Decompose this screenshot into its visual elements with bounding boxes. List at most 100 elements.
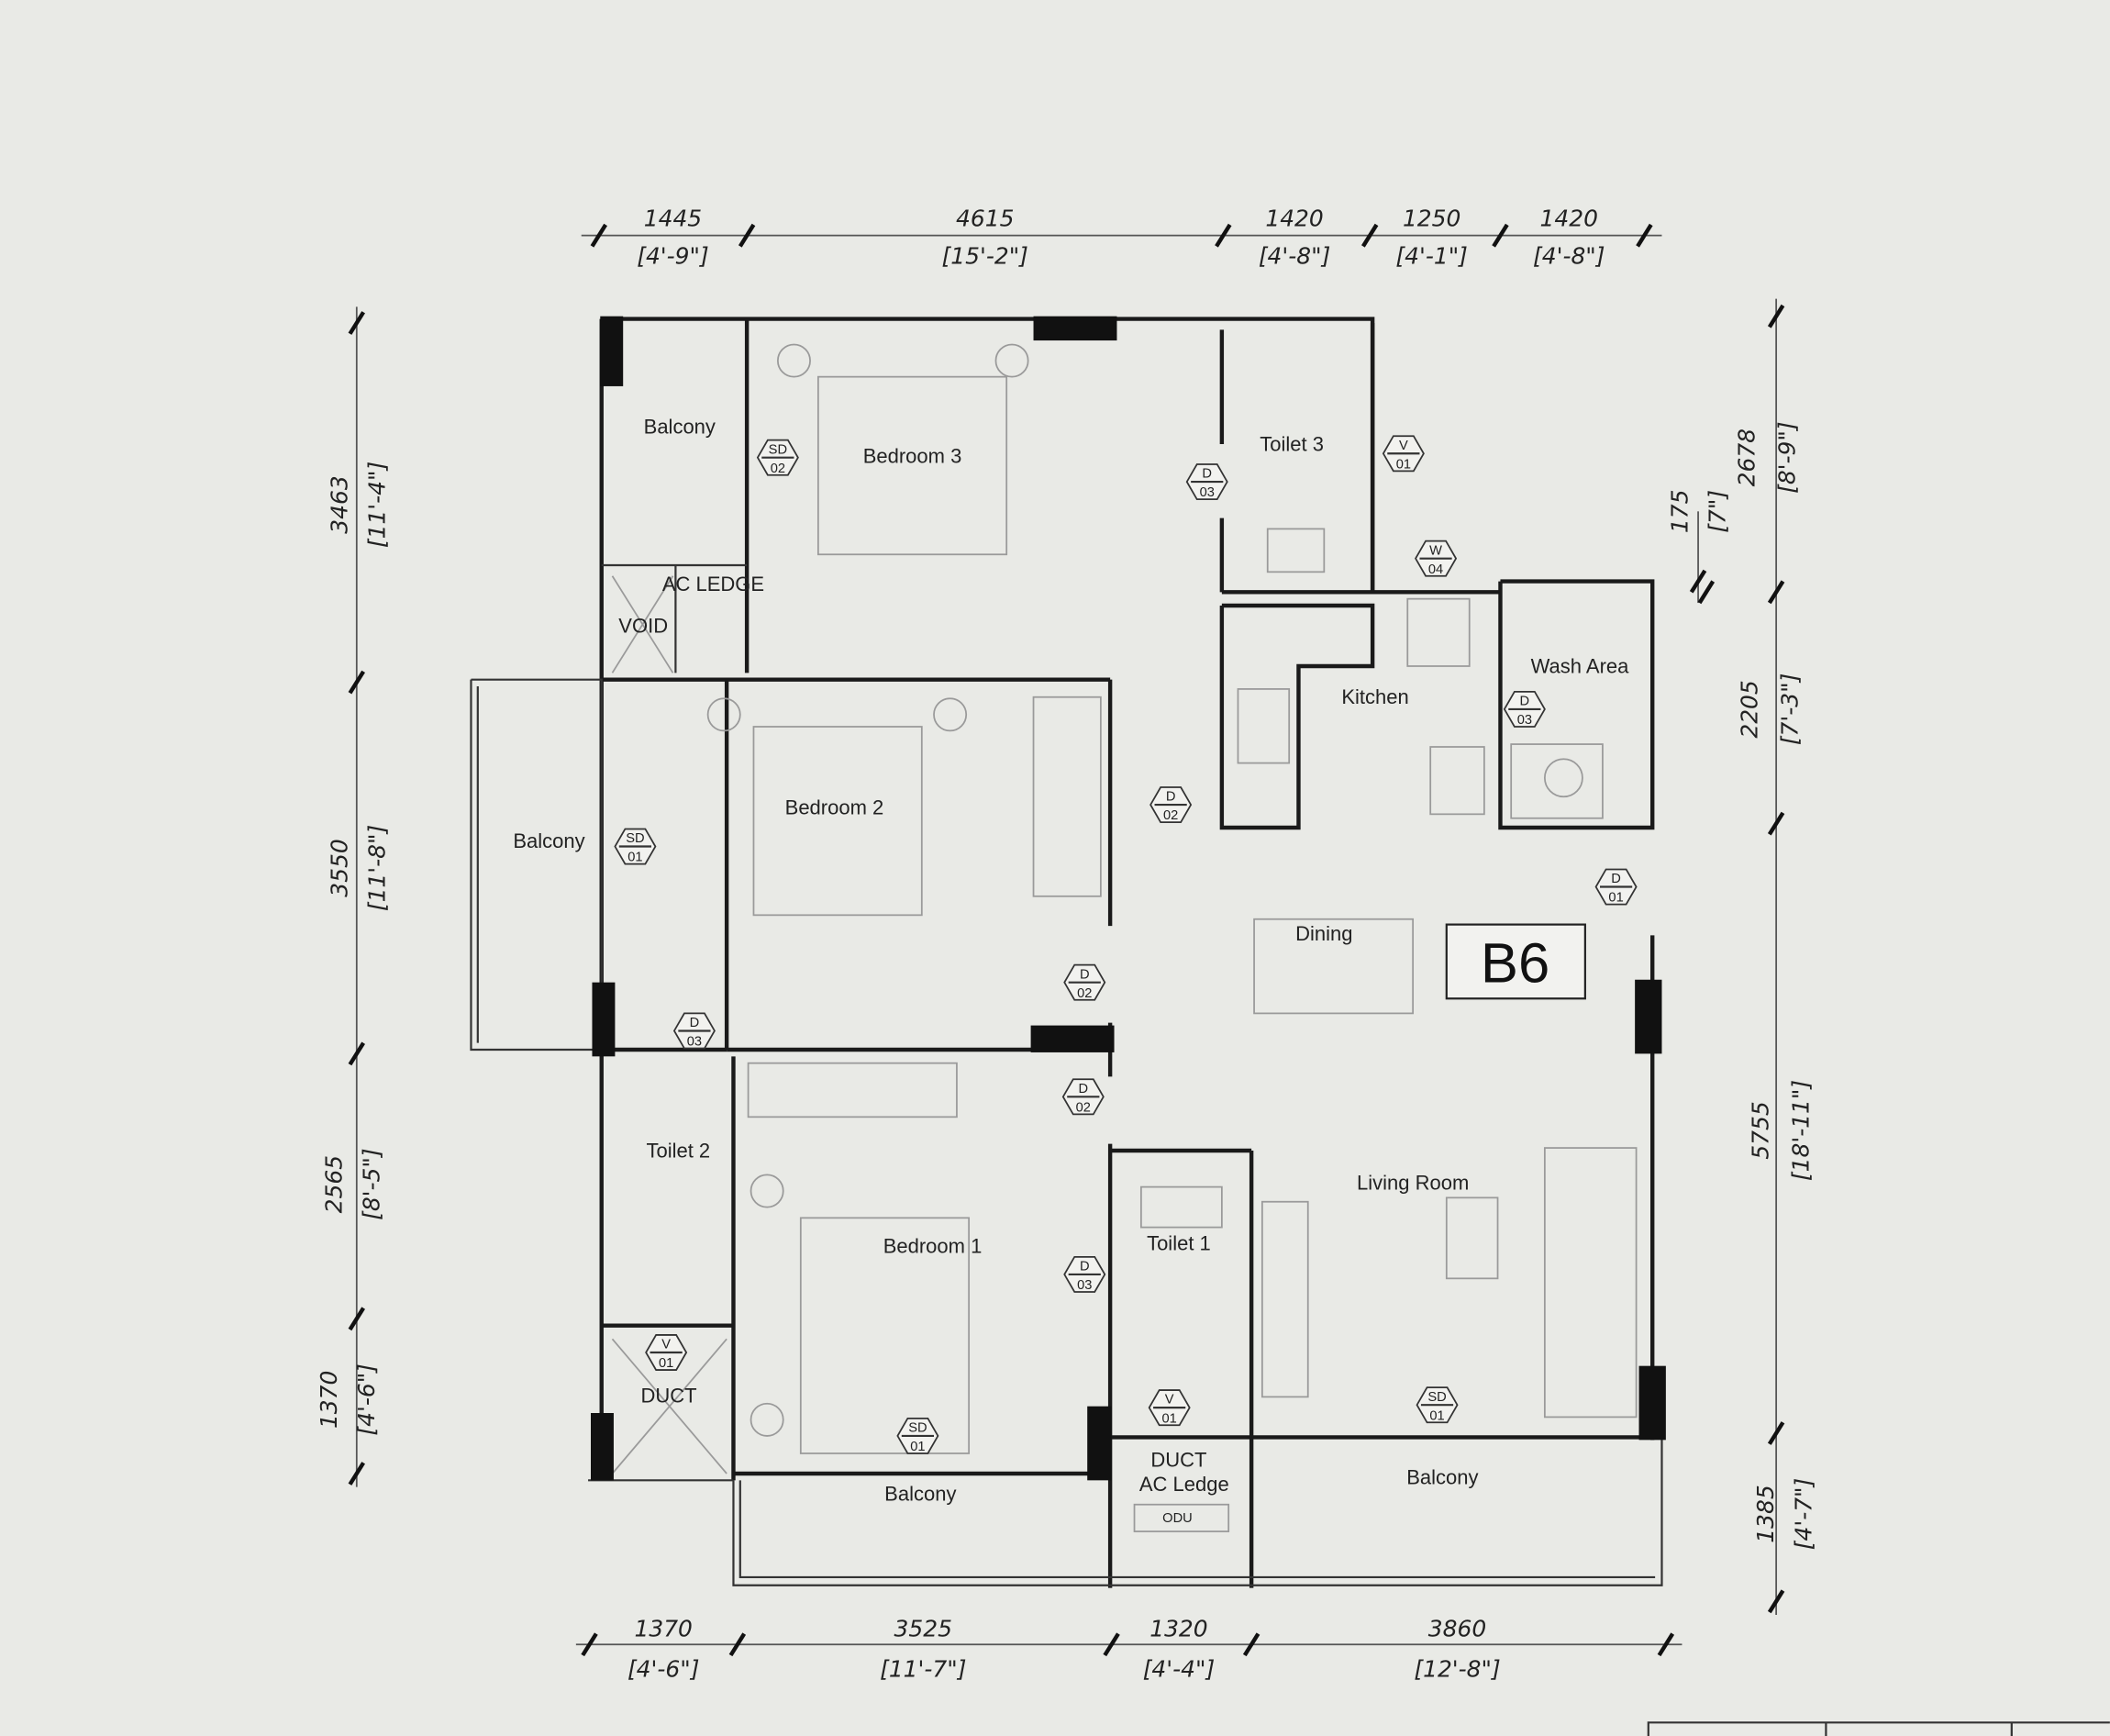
tag-type: SD (908, 1421, 927, 1436)
dim-top-5-ft: [4'-8"] (1533, 242, 1605, 269)
dimension-tick (1767, 1421, 1785, 1445)
dimension-tick (1492, 223, 1509, 248)
dimension-tick (348, 670, 365, 695)
dimension-tick (1697, 580, 1716, 605)
opening-tag: W04 (1415, 540, 1458, 577)
label-balcony-bottom-right: Balcony (1406, 1466, 1478, 1489)
opening-tag: D02 (1149, 786, 1193, 823)
dimension-tick (581, 1632, 598, 1657)
dim-top-5-mm: 1420 (1540, 205, 1598, 231)
label-duct-center: DUCT (1150, 1449, 1206, 1472)
label-toilet3: Toilet 3 (1260, 432, 1324, 455)
dim-right-3-mm: 2205 (1737, 680, 1763, 738)
label-odu: ODU (1162, 1511, 1193, 1526)
dimension-tick (738, 223, 756, 248)
dim-right-5-ft: [4'-7"] (1790, 1478, 1816, 1550)
dim-top-3-ft: [4'-8"] (1259, 242, 1330, 269)
dimension-left: 3463 [11'-4"] 3550 [11'-8"] 2565 [8'-5"]… (316, 462, 391, 1436)
unit-label-box: B6 (1445, 923, 1586, 1000)
dim-right-4-mm: 5755 (1747, 1101, 1773, 1159)
dimension-tick (1215, 223, 1232, 248)
label-void: VOID (618, 614, 668, 637)
opening-tag: V01 (1148, 1389, 1191, 1426)
unit-label: B6 (1481, 932, 1549, 996)
tag-number: 01 (910, 1440, 925, 1454)
dim-right-1-mm: 2678 (1734, 428, 1760, 486)
dim-left-4-mm: 1370 (316, 1371, 342, 1429)
opening-tag: D 02 (1061, 1078, 1105, 1115)
dim-left-1-mm: 3463 (327, 475, 353, 533)
label-ac-ledge-top: AC LEDGE (662, 573, 764, 595)
dimension-top: 1445 [4'-9"] 4615 [15'-2"] 1420 [4'-8"] … (637, 205, 1605, 269)
opening-tag: SD 01 (896, 1417, 939, 1454)
dimension-tick (1767, 304, 1785, 328)
opening-tag: D03 (1185, 463, 1228, 500)
tag-number: 01 (627, 851, 642, 865)
tag-type: SD (769, 442, 787, 457)
dim-bottom-1-ft: [4'-6"] (627, 1655, 699, 1682)
dim-left-3-mm: 2565 (321, 1155, 348, 1213)
tag-type: D (1079, 1082, 1089, 1096)
tag-type: V (661, 1338, 671, 1352)
tag-number: 02 (1163, 808, 1178, 823)
dim-bottom-2-mm: 3525 (894, 1615, 952, 1641)
tag-type: D (1520, 695, 1530, 709)
dim-top-4-mm: 1250 (1403, 205, 1460, 231)
dim-top-1-ft: [4'-9"] (637, 242, 708, 269)
label-bedroom3: Bedroom 3 (863, 445, 962, 468)
dimension-tick (590, 223, 607, 248)
dim-top-2-ft: [15'-2"] (942, 242, 1028, 269)
tag-number: 01 (1608, 891, 1623, 906)
furniture (706, 343, 1638, 1532)
opening-tag: D03 (1063, 1255, 1106, 1293)
dim-bottom-1-mm: 1370 (634, 1615, 692, 1641)
opening-tag: V 01 (645, 1334, 688, 1371)
opening-tag: D03 (1503, 690, 1546, 728)
label-bedroom1: Bedroom 1 (883, 1234, 983, 1257)
dimension-lines (348, 223, 1785, 1657)
tag-type: V (1165, 1393, 1174, 1408)
dim-top-2-mm: 4615 (956, 205, 1014, 231)
dimension-tick (348, 1462, 365, 1486)
dim-top-4-ft: [4'-1"] (1395, 242, 1467, 269)
tag-number: 01 (1429, 1408, 1444, 1423)
tag-number: 02 (1077, 986, 1092, 1001)
walls (470, 316, 1666, 1588)
tag-number: 03 (687, 1035, 702, 1050)
dim-right-4-ft: [18'-11"] (1787, 1080, 1814, 1181)
tag-number: 02 (771, 462, 785, 476)
tag-type: D (1202, 467, 1212, 482)
opening-tag: D 02 (1063, 963, 1106, 1001)
dimension-tick (1242, 1632, 1260, 1657)
dimension-tick (1689, 569, 1707, 594)
label-duct-left: DUCT (641, 1384, 697, 1407)
dimension-tick (348, 311, 365, 335)
tag-type: D (1080, 967, 1090, 982)
dim-bottom-3-ft: [4'-4"] (1143, 1655, 1215, 1682)
dim-bottom-4-ft: [12'-8"] (1414, 1655, 1500, 1682)
label-dining: Dining (1295, 922, 1352, 945)
dim-right-1-ft: [8'-9"] (1774, 421, 1801, 493)
opening-tag: V01 (1382, 435, 1425, 472)
label-balcony-left: Balcony (513, 829, 584, 852)
tag-number: 01 (659, 1356, 673, 1371)
tag-number: 03 (1077, 1278, 1092, 1293)
dim-right-3-ft: [7'-3"] (1777, 673, 1804, 745)
tag-number: 02 (1076, 1100, 1091, 1115)
dim-bottom-3-mm: 1320 (1149, 1615, 1207, 1641)
label-wash-area: Wash Area (1531, 654, 1630, 677)
title-block (1647, 1721, 2110, 1736)
dim-bottom-4-mm: 3860 (1428, 1615, 1486, 1641)
dimension-tick (348, 1307, 365, 1331)
label-toilet1: Toilet 1 (1147, 1232, 1211, 1255)
tag-type: W (1429, 543, 1442, 558)
dimension-bottom: 1370 [4'-6"] 3525 [11'-7"] 1320 [4'-4"] … (627, 1615, 1501, 1682)
dimension-right: 2678 [8'-9"] 175 [7"] 2205 [7'-3"] 5755 … (1666, 421, 1816, 1550)
dimension-tick (1767, 1589, 1785, 1614)
dimension-tick (1103, 1632, 1120, 1657)
label-ac-ledge-bottom: AC Ledge (1139, 1473, 1229, 1496)
opening-tag: SD 02 (756, 439, 799, 476)
